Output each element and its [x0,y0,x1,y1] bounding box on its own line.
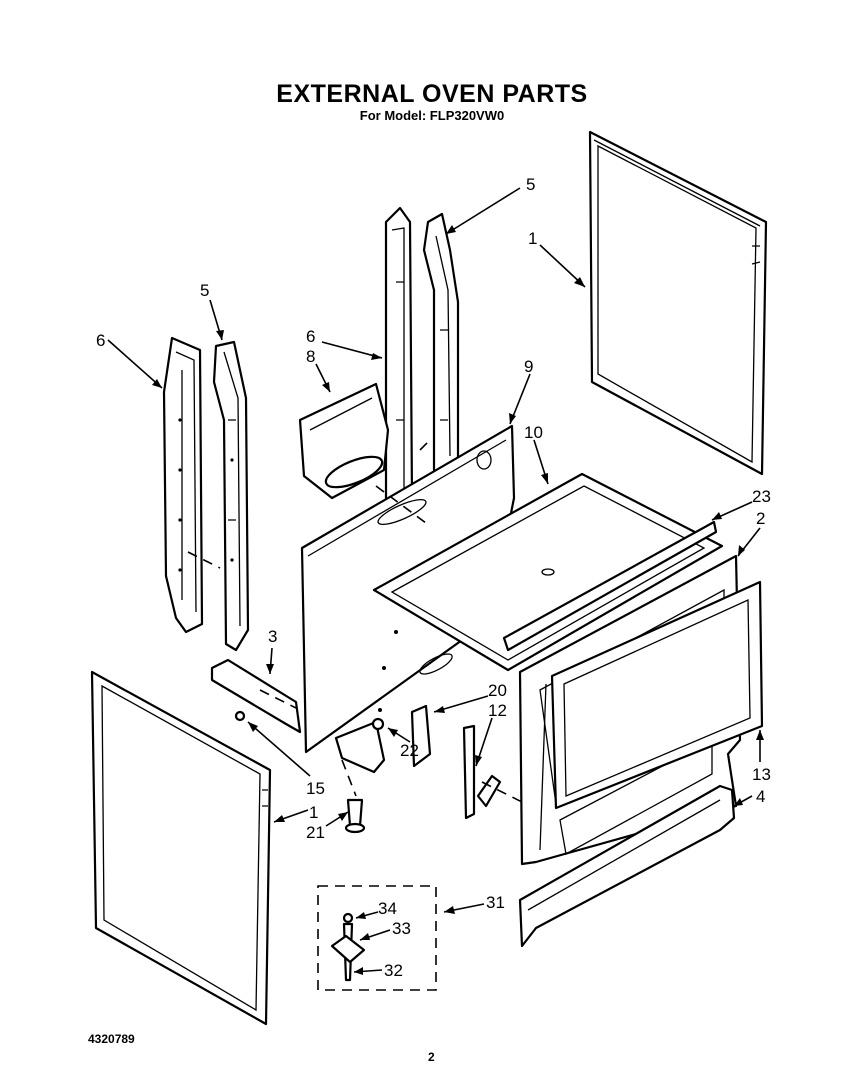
callout-5-left: 5 [200,281,209,300]
callout-4: 4 [756,787,765,806]
rear-channel-left [162,336,204,634]
model-subtitle: For Model: FLP320VW0 [359,108,505,123]
callout-21: 21 [306,823,325,842]
callout-5-right: 5 [526,175,535,194]
trim-strip [502,520,718,652]
parts-kit-box [317,885,437,991]
callout-1-top: 1 [528,229,537,248]
front-channel-left [212,340,250,652]
callout-15: 15 [306,779,325,798]
callout-12: 12 [488,701,507,720]
callout-1-bottom: 1 [309,803,318,822]
callout-20: 20 [488,681,507,700]
callout-labels: 1 1 2 3 4 5 5 6 6 8 9 10 12 13 15 20 21 … [96,175,771,980]
small-brackets [334,704,502,820]
vent-duct [298,382,390,500]
callout-31: 31 [486,893,505,912]
page-title: EXTERNAL OVEN PARTS [276,80,588,108]
callout-9: 9 [524,357,533,376]
assembly-lines [187,439,523,803]
callout-2: 2 [756,509,765,528]
leader-lines [107,187,764,975]
callout-3: 3 [268,627,277,646]
bottom-bracket [210,658,302,734]
door-gasket [550,580,764,810]
rear-channel-right [384,206,414,512]
page-number: 2 [428,1050,435,1064]
top-panel [372,472,724,672]
callout-8: 8 [306,347,315,366]
document-number: 4320789 [88,1032,135,1046]
callout-13: 13 [752,765,771,784]
screw-and-leg [234,710,366,834]
callout-10: 10 [524,423,543,442]
side-panel-right [588,130,768,476]
callout-23: 23 [752,487,771,506]
callout-33: 33 [392,919,411,938]
side-panel-left [90,670,272,1026]
front-channel-right [422,212,460,482]
callout-6-right: 6 [306,327,315,346]
callout-22: 22 [400,741,419,760]
callout-6-left: 6 [96,331,105,350]
callout-34: 34 [378,899,397,918]
bottom-rail [518,784,736,948]
callout-32: 32 [384,961,403,980]
